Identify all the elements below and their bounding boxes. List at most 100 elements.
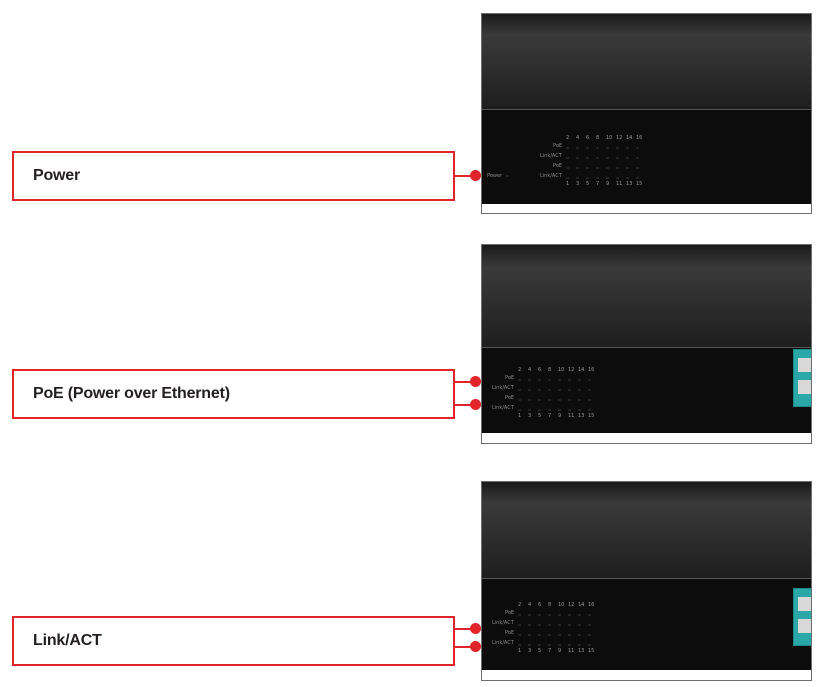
port-number-label: 16 [636,135,643,141]
power-led [506,175,509,177]
port-led [518,634,521,636]
led-row-label: Link/ACT [540,153,562,159]
power-callout: Power [12,151,455,201]
port-led [538,409,541,411]
port-number-label: 15 [636,181,643,187]
port-led [558,624,561,626]
port-led [548,399,551,401]
port-led [558,399,561,401]
port-number-label: 11 [616,181,623,187]
led-row-label: Link/ACT [492,640,514,646]
port-number-label: 14 [626,135,633,141]
sfp-port [798,597,811,611]
port-number-label: 12 [568,602,575,608]
power-led-label: Power [487,173,503,179]
link-act-callout: Link/ACT [12,616,455,666]
port-number-label: 13 [578,648,585,654]
port-led [588,409,591,411]
port-number-label: 3 [576,181,580,187]
port-led [616,147,619,149]
poe-leader-line-bottom [455,404,474,406]
port-led [588,379,591,381]
port-led [626,157,629,159]
port-led [568,644,571,646]
port-led [626,177,629,179]
port-led [548,634,551,636]
port-led [528,409,531,411]
port-led [578,644,581,646]
port-number-label: 10 [606,135,613,141]
port-number-label: 12 [568,367,575,373]
port-led [578,399,581,401]
port-led [606,147,609,149]
port-number-label: 4 [528,367,532,373]
port-led [578,634,581,636]
port-led [548,389,551,391]
port-led [578,624,581,626]
port-led [528,634,531,636]
port-number-label: 2 [518,367,522,373]
port-led [548,624,551,626]
port-led [616,167,619,169]
port-number-label: 7 [548,648,552,654]
port-led [538,389,541,391]
poe-indicator-dot-top [470,376,481,387]
port-led [518,614,521,616]
port-number-label: 13 [578,413,585,419]
panel-top-surface [482,482,811,578]
port-led [576,157,579,159]
port-led [538,634,541,636]
port-number-label: 6 [538,367,542,373]
power-indicator-dot [470,170,481,181]
port-number-label: 2 [518,602,522,608]
port-led [548,379,551,381]
sfp-port [798,380,811,394]
port-led [528,389,531,391]
port-number-label: 14 [578,367,585,373]
port-led [568,399,571,401]
led-row-label: PoE [505,630,515,636]
poe-leader-line-top [455,381,474,383]
port-led [606,167,609,169]
led-row-label: PoE [505,375,515,381]
led-row-label: PoE [553,143,563,149]
port-led [636,167,639,169]
port-number-label: 1 [518,648,522,654]
port-led [616,157,619,159]
link-act-indicator-dot-bottom [470,641,481,652]
port-number-label: 10 [558,602,565,608]
port-led [568,409,571,411]
port-led [538,379,541,381]
port-led [586,167,589,169]
port-led [586,147,589,149]
port-led [518,379,521,381]
port-led [606,177,609,179]
port-led [538,399,541,401]
port-led [586,157,589,159]
port-led [518,624,521,626]
port-number-label: 6 [538,602,542,608]
port-number-label: 1 [566,181,570,187]
led-row-label: Link/ACT [492,385,514,391]
port-number-label: 11 [568,648,575,654]
port-led [558,409,561,411]
port-led [578,389,581,391]
port-number-label: 5 [538,648,542,654]
port-led [576,147,579,149]
port-led [578,379,581,381]
led-row-label: PoE [553,163,563,169]
link-act-leader-line-bottom [455,646,474,648]
port-led [568,389,571,391]
port-led [596,177,599,179]
port-number-label: 5 [538,413,542,419]
port-number-label: 8 [596,135,600,141]
port-number-label: 16 [588,367,595,373]
port-led [528,614,531,616]
port-led [548,614,551,616]
port-led [558,614,561,616]
port-led [568,624,571,626]
port-led [596,157,599,159]
port-led [558,634,561,636]
